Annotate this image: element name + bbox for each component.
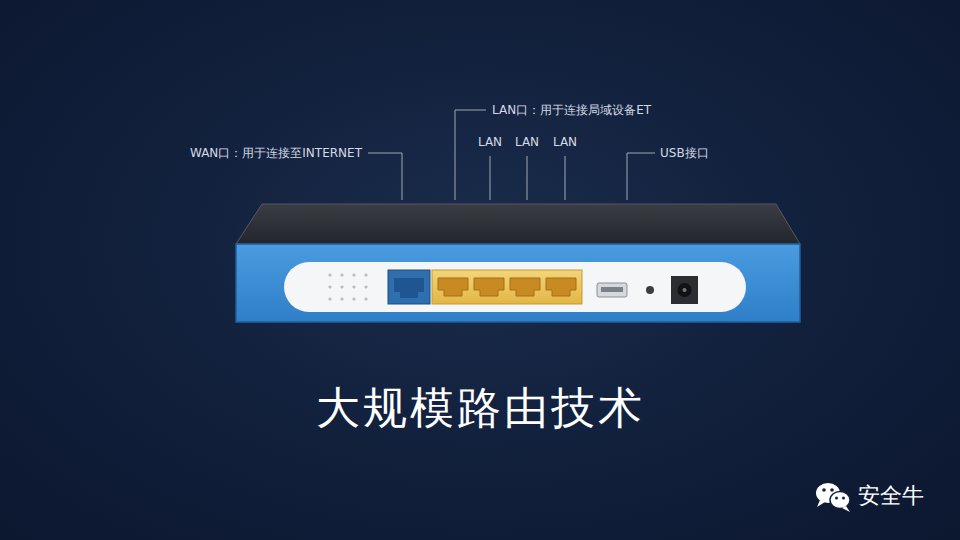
port-label: LAN — [515, 135, 539, 149]
port-callout: USB接口 — [660, 146, 709, 160]
title-text: 大规模路由技术 — [316, 382, 645, 435]
port-label: LAN — [553, 135, 577, 149]
watermark: 安全牛 — [858, 483, 924, 509]
port-label: LAN — [478, 135, 502, 149]
port-callout: LAN口：用于连接局域设备ET — [492, 103, 651, 117]
port-callout: WAN口：用于连接至INTERNET — [190, 146, 362, 160]
